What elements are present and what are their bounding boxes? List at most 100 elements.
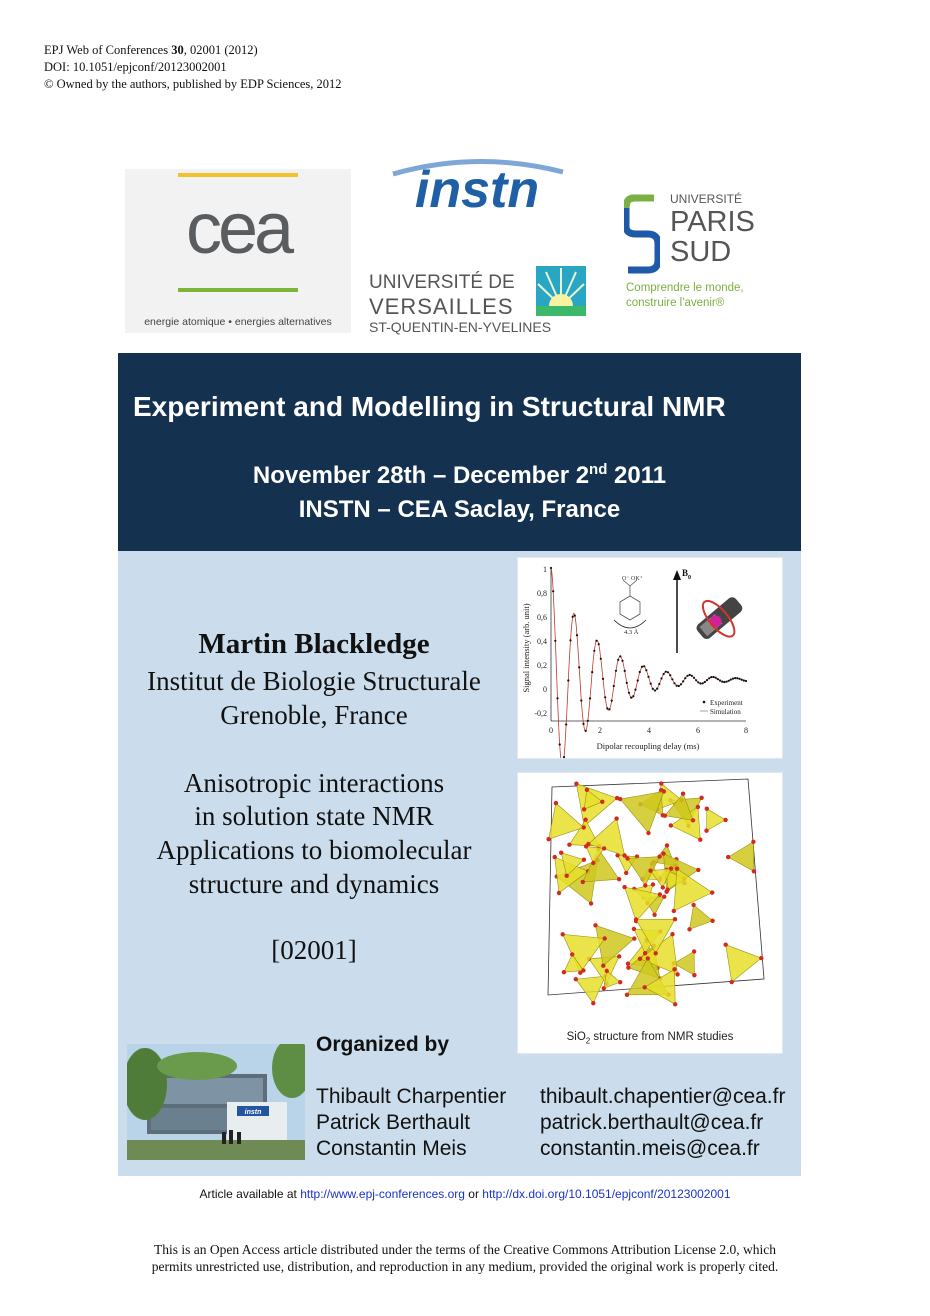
organizer-email[interactable]: thibault.chapentier@cea.fr: [540, 1085, 786, 1108]
experiment-point: [578, 666, 581, 669]
tetrahedron: [560, 852, 585, 877]
tetrahedron: [575, 975, 606, 1004]
experiment-points: [549, 566, 748, 758]
experiment-point: [708, 677, 711, 680]
oxygen-atom: [560, 932, 565, 937]
experiment-point: [718, 679, 722, 682]
oxygen-atom: [672, 967, 677, 972]
experiment-point: [575, 634, 579, 637]
uvsq-logo: UNIVERSITÉ DE VERSAILLES ST-QUENTIN-EN-Y…: [364, 264, 590, 338]
speaker-name: Martin Blackledge: [198, 628, 430, 660]
distance-annotation: 4.3 Å: [624, 628, 639, 636]
oxygen-atom: [601, 986, 606, 991]
event-banner: Experiment and Modelling in Structural N…: [118, 353, 801, 551]
oxygen-atom: [723, 942, 728, 947]
experiment-point: [569, 639, 572, 642]
license-line2: permits unrestricted use, distribution, …: [151, 1259, 779, 1274]
journal-line: EPJ Web of Conferences 30, 02001 (2012): [44, 43, 258, 57]
x-tick: 2: [598, 726, 602, 735]
oxygen-atom: [581, 807, 587, 812]
oxygen-atom: [671, 908, 676, 914]
oxygen-atom: [622, 884, 627, 890]
oxygen-atom: [637, 956, 643, 961]
experiment-point: [731, 677, 735, 680]
experiment-point: [617, 658, 620, 661]
experiment-point: [597, 643, 600, 646]
y-tick: 0,2: [537, 661, 547, 670]
experiment-point: [744, 679, 748, 683]
oxygen-atom: [659, 781, 664, 786]
instn-wordmark: instn: [414, 161, 540, 219]
tetrahedron: [603, 970, 621, 989]
tetrahedron: [583, 789, 603, 810]
tetrahedron: [706, 808, 727, 832]
oxygen-atom: [584, 787, 590, 792]
x-tick: 6: [696, 726, 700, 735]
oxygen-atom: [633, 917, 639, 922]
experiment-point: [595, 639, 598, 642]
oxygen-atom: [615, 853, 620, 858]
oxygen-atom: [690, 818, 696, 823]
experiment-point: [591, 671, 594, 674]
oxygen-atom: [604, 968, 609, 974]
oxygen-atom: [580, 879, 585, 885]
oxygen-atom: [699, 795, 704, 800]
oxygen-atom: [704, 806, 709, 811]
cea-wordmark: cea: [185, 189, 294, 269]
tetrahedron: [664, 793, 694, 821]
experiment-point: [738, 677, 741, 680]
license-line1: This is an Open Access article distribut…: [154, 1242, 776, 1257]
tetrahedron: [673, 868, 713, 912]
experiment-point: [712, 675, 715, 679]
y-tick: 0,4: [537, 637, 547, 646]
organizer-email[interactable]: constantin.meis@cea.fr: [540, 1137, 760, 1160]
experiment-point: [651, 687, 654, 690]
oxygen-atom: [583, 844, 589, 849]
sio2-structure-figure: SiO2 structure from NMR studies: [517, 772, 783, 1054]
experiment-point: [671, 678, 674, 681]
organizer-email[interactable]: patrick.berthault@cea.fr: [540, 1111, 764, 1134]
oxygen-atom: [668, 866, 674, 871]
epj-conferences-link[interactable]: http://www.epj-conferences.org: [300, 1187, 465, 1201]
oxygen-atom: [661, 851, 666, 856]
oxygen-atom: [691, 902, 696, 908]
experiment-point: [604, 696, 607, 699]
experiment-point: [742, 679, 745, 682]
oxygen-atom: [675, 972, 680, 977]
experiment-point: [552, 590, 555, 593]
nmr-signal-plot: 1 0,8 0,6 0,4 0,2 0 -0,2 0 2 4 6 8 Dipol…: [521, 565, 748, 758]
y-tick: 0: [543, 685, 547, 694]
experiment-point: [647, 675, 650, 678]
oxygen-atom: [672, 917, 678, 922]
experiment-point: [554, 639, 557, 642]
y-tick: 0,6: [537, 613, 547, 622]
oxygen-atom: [581, 825, 586, 830]
tetrahedron: [624, 886, 661, 922]
sunrise-icon: [536, 266, 586, 316]
experiment-point: [614, 669, 618, 672]
experiment-point: [619, 655, 622, 658]
talk-title-line3: Applications to biomolecular: [156, 835, 472, 865]
experiment-point: [697, 681, 700, 684]
field-label: B0: [682, 568, 691, 581]
experiment-point: [593, 649, 596, 652]
experiment-point: [673, 682, 676, 685]
tetrahedron: [576, 783, 618, 827]
x-axis-label: Dipolar recoupling delay (ms): [597, 741, 700, 751]
talk-title-line2: in solution state NMR: [194, 801, 434, 831]
experiment-point: [645, 669, 648, 672]
oxygen-atom: [559, 850, 564, 855]
experiment-point: [723, 680, 726, 684]
event-title: Experiment and Modelling in Structural N…: [133, 391, 726, 422]
organized-by-heading: Organized by: [316, 1033, 450, 1056]
oxygen-atom: [673, 1002, 678, 1007]
experiment-point: [701, 682, 704, 685]
experiment-point: [640, 665, 644, 668]
oxygen-atom: [616, 877, 622, 882]
oxygen-atom: [625, 961, 631, 966]
x-tick: 4: [647, 726, 651, 735]
rotor-icon: [696, 597, 743, 640]
oxygen-atom: [625, 856, 630, 861]
doi-link[interactable]: http://dx.doi.org/10.1051/epjconf/201230…: [482, 1187, 731, 1201]
oxygen-atom: [662, 813, 668, 818]
